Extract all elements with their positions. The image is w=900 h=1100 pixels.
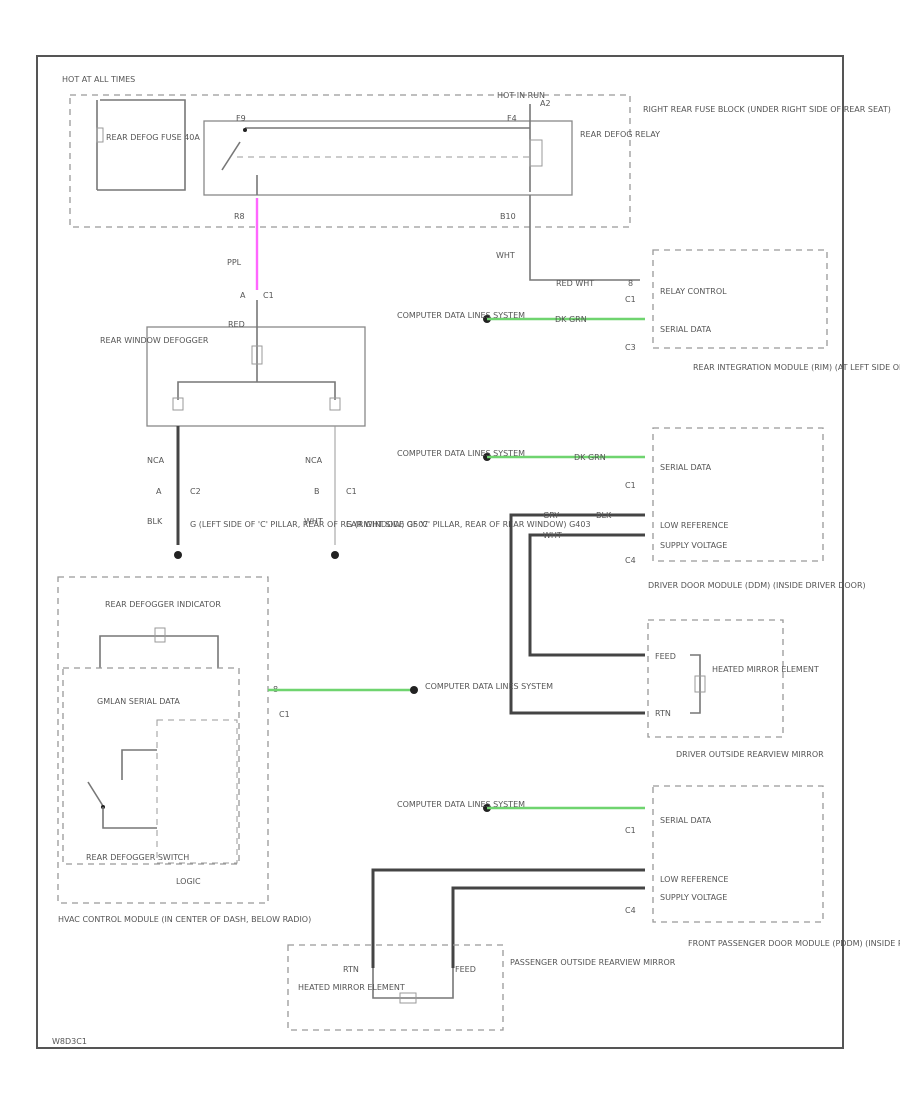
driver-mirror-rtn: RTN [655,709,671,718]
driver-mirror-element: HEATED MIRROR ELEMENT [712,665,819,674]
hvac-switch-label: REAR DEFOGGER SWITCH [86,853,189,862]
pdm-supply-voltage: SUPPLY VOLTAGE [660,893,727,902]
connector-b-c1: B [314,487,320,496]
wire-blk-label: BLK [147,517,163,526]
pdm-supply-wire [451,886,645,968]
wire-nca-left: NCA [147,456,165,465]
wire-red-label: RED [228,320,245,329]
pin-f9: F9 [236,114,246,123]
rear-defog-relay-box [203,120,573,196]
wire-wht-label: WHT [496,251,515,260]
pin-f4: F4 [507,114,517,123]
computer-data-lines-3: COMPUTER DATA LINES SYSTEM [425,682,553,691]
wire-nca-right: NCA [305,456,323,465]
ddm-c4: C4 [625,556,636,565]
rim-pin-8: 8 [628,279,633,288]
pdm-c1: C1 [625,826,636,835]
connector-c1: C1 [263,291,274,300]
hvac-logic-label: LOGIC [176,877,201,886]
wire-wht3-label: WHT [543,531,562,540]
hot-in-run-label: HOT IN RUN [497,91,545,100]
pdm-label: FRONT PASSENGER DOOR MODULE (PDDM) (INSI… [688,939,900,948]
hvac-logic-box [62,667,240,865]
rim-c3: C3 [625,343,636,352]
computer-data-lines-1: COMPUTER DATA LINES SYSTEM [397,311,525,320]
rim-module [652,249,828,349]
rear-window-defogger [146,326,366,427]
connector-c1-right: C1 [346,487,357,496]
relay-label: REAR DEFOG RELAY [580,130,660,139]
fuse-block-location-label: RIGHT REAR FUSE BLOCK (UNDER RIGHT SIDE … [643,105,891,114]
connector-c2: C2 [190,487,201,496]
hvac-control-module [57,576,269,904]
left-ground-label: G (LEFT SIDE OF 'C' PILLAR, REAR OF REAR… [190,520,428,529]
driver-door-module [652,427,824,562]
fuse-block-boundary [69,94,631,228]
pass-mirror-element: HEATED MIRROR ELEMENT [298,983,405,992]
pass-mirror-rtn: RTN [343,965,359,974]
diagram-code: W8D3C1 [52,1037,87,1046]
pdm-low-reference: LOW REFERENCE [660,875,728,884]
pdm-c4: C4 [625,906,636,915]
passenger-outside-mirror [287,944,504,1031]
hvac-indicator-label: REAR DEFOGGER INDICATOR [105,600,221,609]
diagram-frame [36,55,844,1049]
ddm-serial-data: SERIAL DATA [660,463,712,472]
front-passenger-door-module [652,785,824,923]
rim-relay-control: RELAY CONTROL [660,287,727,296]
rim-c1: C1 [625,295,636,304]
rear-defog-fuse: REAR DEFOG FUSE 40A [96,99,200,191]
rim-dk-grn-label: DK GRN [555,315,587,324]
fuse-label: REAR DEFOG FUSE 40A [106,133,200,142]
defogger-switch-arm [87,781,104,807]
wire-gry-label: GRY [543,511,559,520]
ddm-low-ref-wire [509,513,645,715]
driver-mirror-feed: FEED [655,652,676,661]
right-ground-label: G (RIGHT SIDE OF 'C' PILLAR, REAR OF REA… [346,520,591,529]
ddm-supply-wire [528,533,645,657]
pin-r8: R8 [234,212,245,221]
hvac-gmlan-label: GMLAN SERIAL DATA [97,697,180,706]
wire-blk2-label: BLK [596,511,612,520]
wire-red-wht-label: RED WHT [556,279,594,288]
computer-data-lines-2: COMPUTER DATA LINES SYSTEM [397,449,525,458]
wht-wire [529,195,640,281]
computer-data-lines-4: COMPUTER DATA LINES SYSTEM [397,800,525,809]
wire-wht2-label: WHT [304,517,323,526]
pass-mirror-label: PASSENGER OUTSIDE REARVIEW MIRROR [510,958,676,967]
pin-a2: A2 [540,99,551,108]
driver-mirror-label: DRIVER OUTSIDE REARVIEW MIRROR [676,750,824,759]
defogger-label: REAR WINDOW DEFOGGER [100,336,209,345]
ddm-label: DRIVER DOOR MODULE (DDM) (INSIDE DRIVER … [648,581,866,590]
rim-serial-data: SERIAL DATA [660,325,712,334]
pdm-low-ref-wire [371,868,645,968]
pdm-serial-data: SERIAL DATA [660,816,712,825]
power-label: HOT AT ALL TIMES [62,75,135,84]
ddm-c1: C1 [625,481,636,490]
pass-mirror-feed: FEED [455,965,476,974]
relay-coil [529,139,543,167]
connector-a-c2: A [156,487,162,496]
ddm-dk-grn-label: DK GRN [574,453,606,462]
pin-b10: B10 [500,212,516,221]
wire-ppl-label: PPL [227,258,242,267]
driver-outside-mirror [647,619,784,738]
connector-a-c1: A [240,291,246,300]
hvac-c1: C1 [279,710,290,719]
ddm-supply-voltage: SUPPLY VOLTAGE [660,541,727,550]
relay-switch-arm [221,141,241,171]
rim-label: REAR INTEGRATION MODULE (RIM) (AT LEFT S… [693,363,900,372]
ddm-low-reference: LOW REFERENCE [660,521,728,530]
hvac-module-label: HVAC CONTROL MODULE (IN CENTER OF DASH, … [58,915,311,924]
